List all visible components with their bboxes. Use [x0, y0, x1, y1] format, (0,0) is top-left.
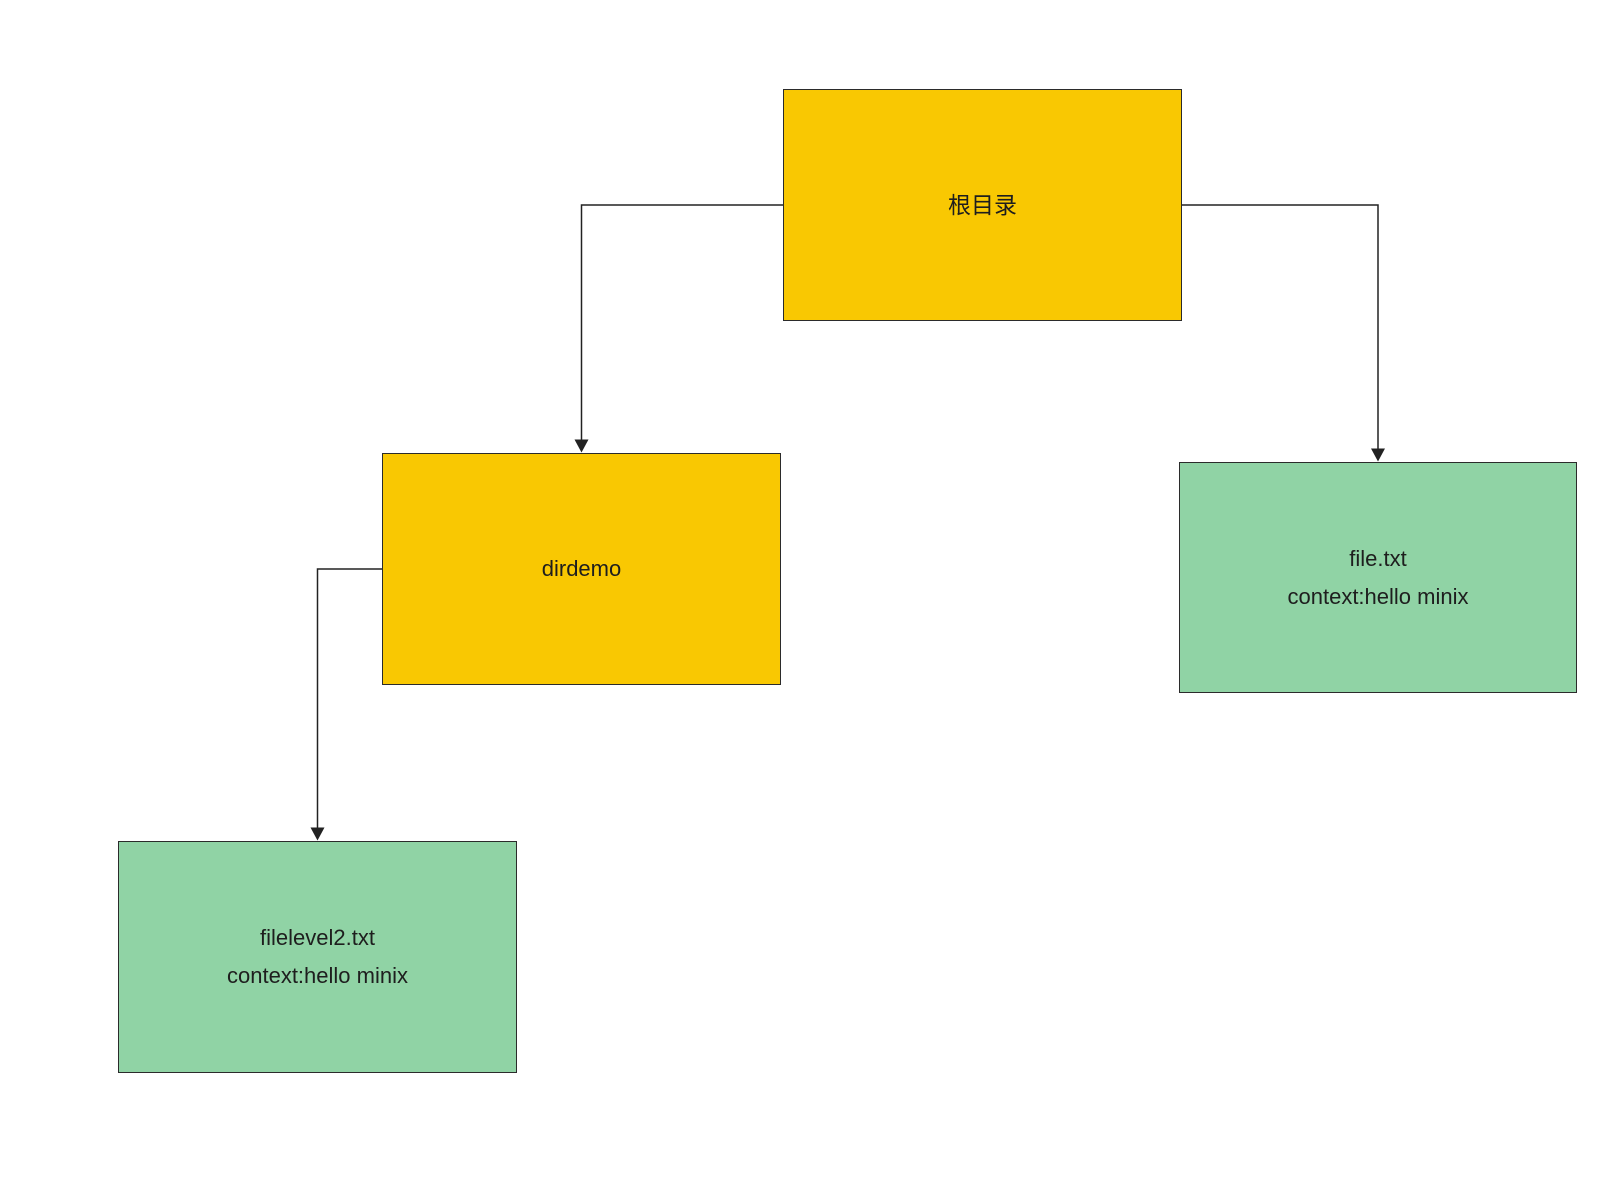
node-dirdemo: dirdemo — [382, 453, 781, 685]
node-file-txt: file.txt context:hello minix — [1179, 462, 1577, 693]
edge-dirdemo-to-filelevel2-txt — [310, 568, 382, 841]
node-filelevel2-txt-content: context:hello minix — [227, 963, 408, 988]
node-filelevel2-txt-name: filelevel2.txt — [260, 925, 375, 950]
node-dirdemo-label: dirdemo — [541, 556, 622, 581]
arrowhead-down-icon — [574, 439, 589, 453]
node-filelevel2-txt: filelevel2.txt context:hello minix — [118, 841, 517, 1073]
arrowhead-down-icon — [310, 827, 325, 841]
node-root-directory: 根目录 — [783, 89, 1182, 321]
node-file-txt-content: context:hello minix — [1287, 583, 1469, 609]
node-root-directory-label: 根目录 — [948, 192, 1017, 218]
edge-dirdemo-to-filelevel2-txt-line — [316, 568, 382, 828]
node-file-txt-name: file.txt — [1349, 545, 1407, 571]
edge-root-to-file-txt-line — [1182, 204, 1379, 449]
arrowhead-down-icon — [1371, 448, 1385, 462]
edge-root-to-file-txt — [1182, 204, 1385, 462]
edge-root-to-dirdemo — [574, 204, 783, 453]
edge-root-to-dirdemo-line — [580, 204, 783, 440]
